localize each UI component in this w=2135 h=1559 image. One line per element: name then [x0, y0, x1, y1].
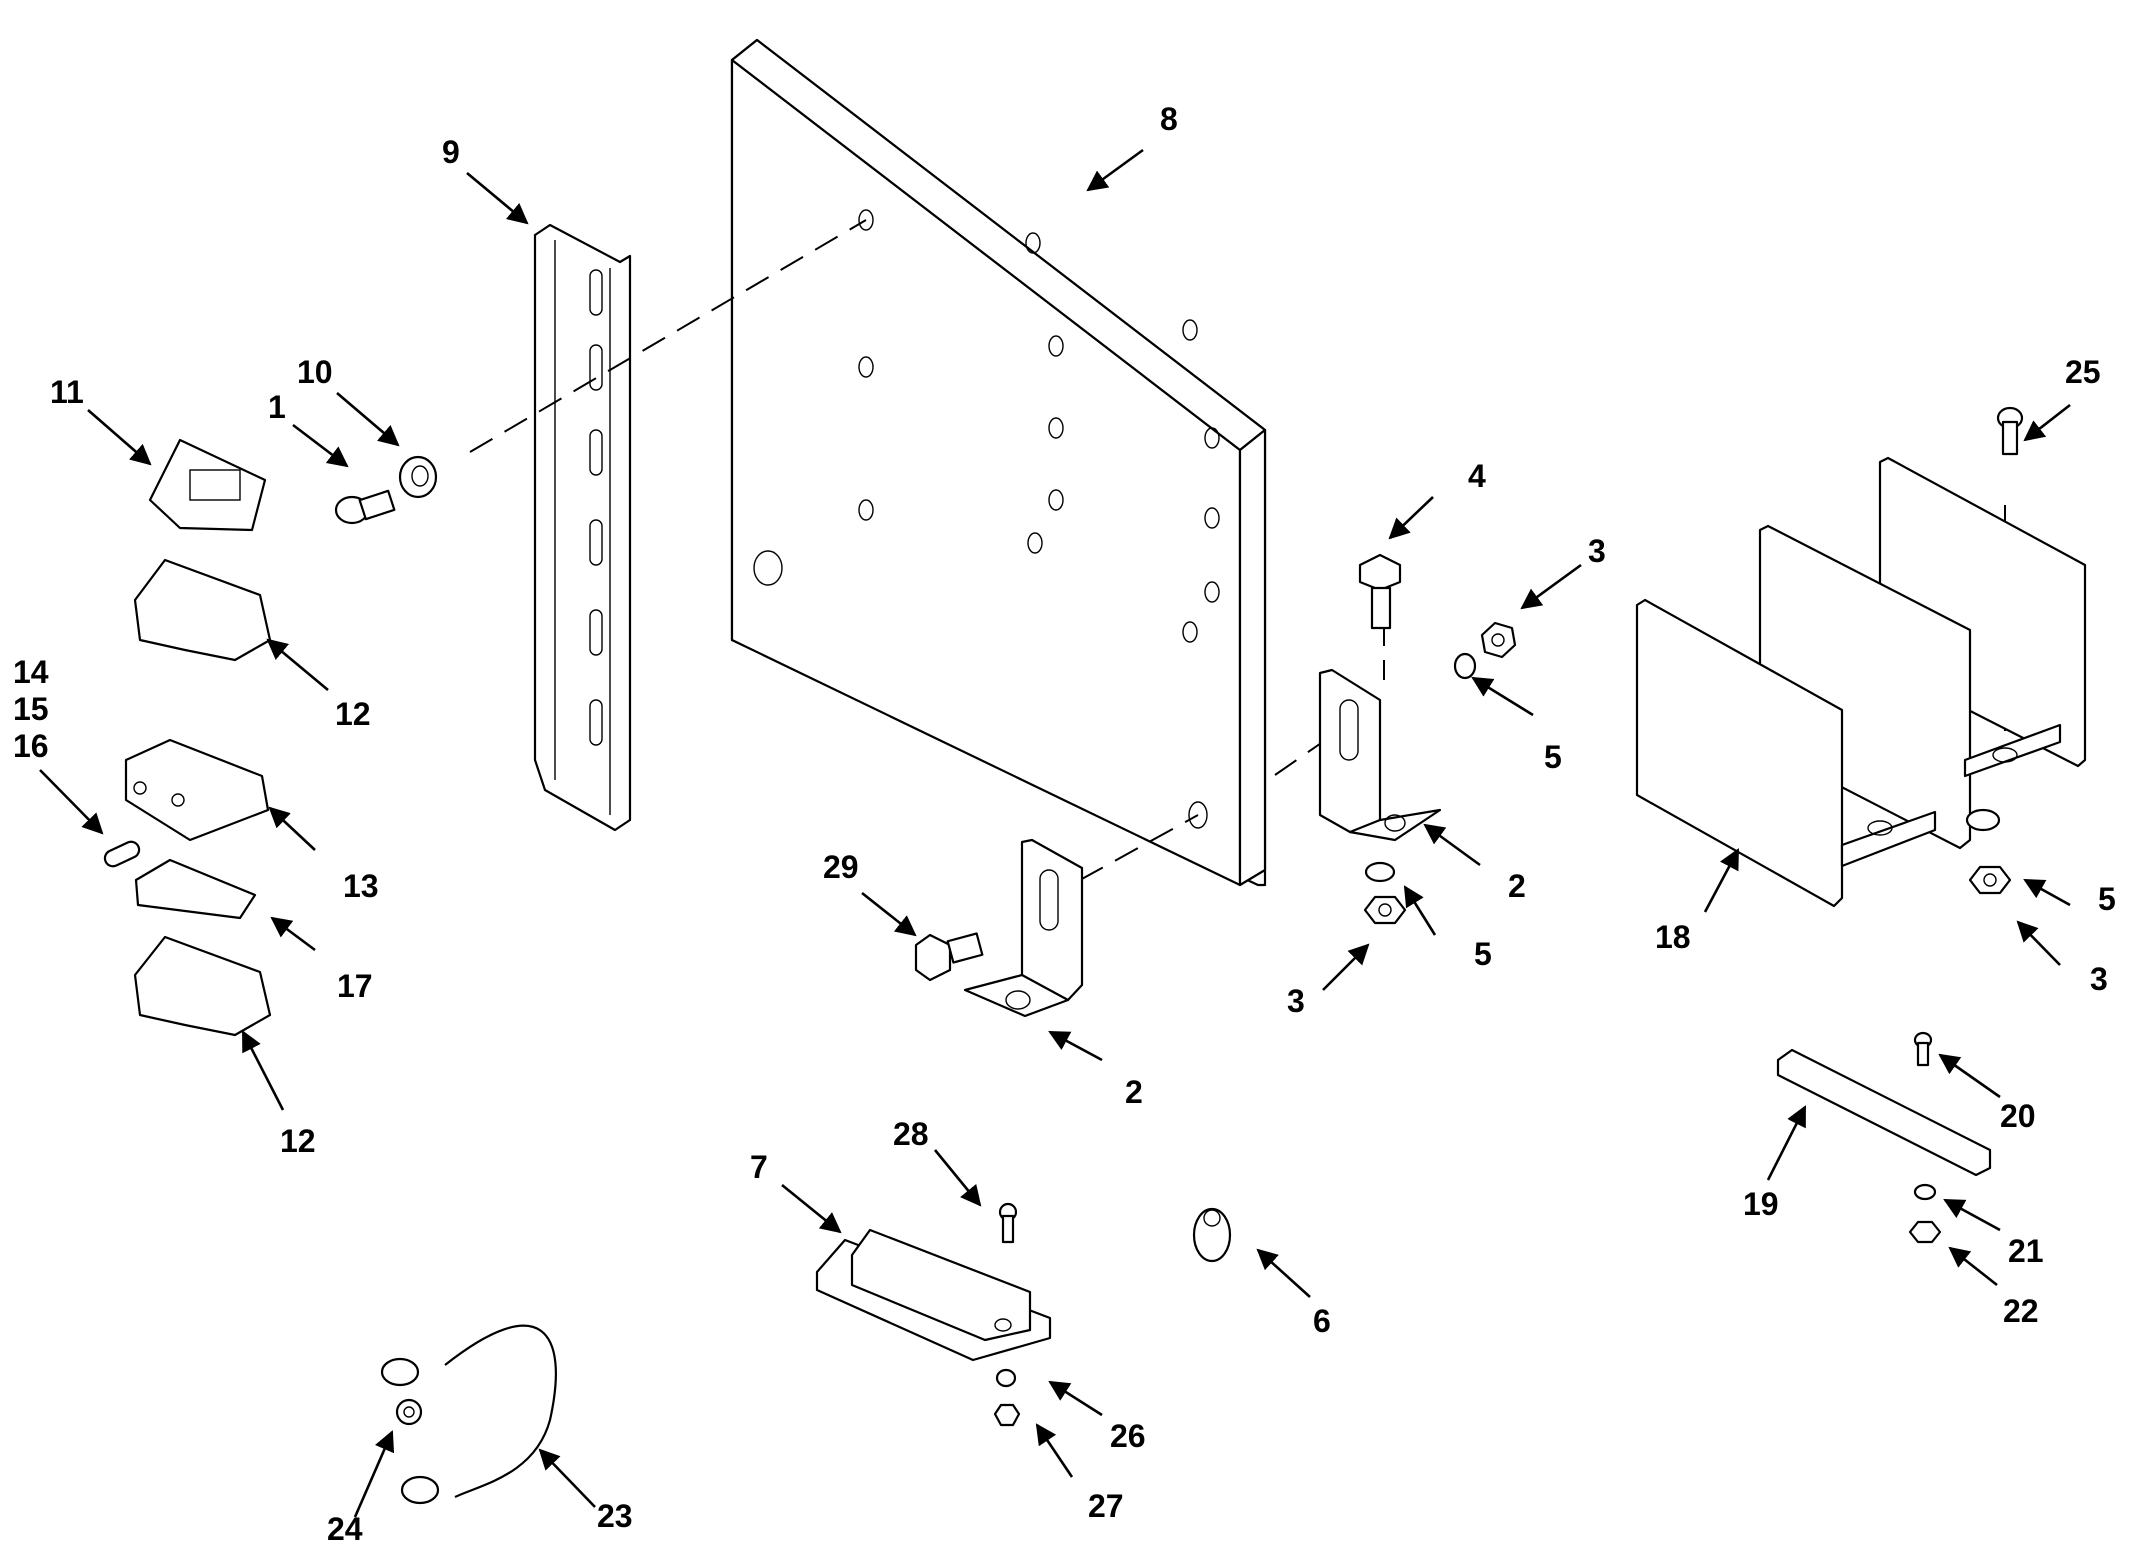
panel-holes	[753, 209, 1220, 829]
callout-12a: 12	[335, 696, 371, 732]
callout-13: 13	[343, 868, 379, 904]
din-rail-slots	[589, 269, 603, 746]
callout-16: 16	[13, 728, 49, 764]
callout-5a: 5	[1544, 739, 1562, 775]
callout-21: 21	[2008, 1233, 2044, 1269]
callout-6: 6	[1313, 1303, 1331, 1339]
hex-nut-right	[1968, 865, 2012, 895]
end-cover	[148, 438, 267, 532]
screw-25	[1996, 406, 2024, 456]
terminal-block-base-lower	[133, 935, 272, 1037]
callout-3b: 3	[1287, 983, 1305, 1019]
screw-1	[334, 489, 396, 525]
angle-bracket-left	[963, 838, 1084, 1018]
callout-27: 27	[1088, 1488, 1124, 1524]
lock-washer-upper	[1453, 652, 1477, 680]
lock-washer-lower	[1364, 861, 1396, 883]
callout-28: 28	[893, 1116, 929, 1152]
callout-10: 10	[297, 354, 333, 390]
mounting-panel	[730, 38, 1267, 887]
callout-19: 19	[1743, 1186, 1779, 1222]
callout-22: 22	[2003, 1293, 2039, 1329]
callout-3a: 3	[1588, 533, 1606, 569]
callout-23: 23	[597, 1498, 633, 1534]
flat-washer	[398, 455, 438, 499]
angle-bracket-right	[1318, 668, 1442, 842]
callout-29: 29	[823, 849, 859, 885]
callout-1: 1	[268, 389, 286, 425]
callout-18: 18	[1655, 919, 1691, 955]
callout-8: 8	[1160, 101, 1178, 137]
fuse-holder	[124, 738, 270, 842]
callout-3c: 3	[2090, 961, 2108, 997]
screw-28	[998, 1202, 1018, 1244]
hex-bolt-4	[1358, 553, 1402, 630]
callout-14: 14	[13, 654, 49, 690]
din-rail	[533, 223, 632, 832]
callout-5b: 5	[1474, 936, 1492, 972]
leader-arrows	[39, 148, 2071, 1518]
callout-26: 26	[1110, 1418, 1146, 1454]
lock-washer-right	[1965, 808, 2001, 832]
callout-12b: 12	[280, 1123, 316, 1159]
lock-washer-26	[995, 1368, 1017, 1388]
callout-2a: 2	[1508, 868, 1526, 904]
ground-strap	[380, 1324, 557, 1505]
terminal-board	[815, 1228, 1052, 1362]
callout-11: 11	[50, 374, 84, 410]
power-distribution-block	[1635, 456, 2087, 908]
hex-nut-lower	[1363, 895, 1407, 925]
ground-bus-bar	[1776, 1048, 1992, 1177]
callout-24: 24	[327, 1511, 363, 1547]
partition-plate	[134, 858, 257, 920]
hex-nut-upper	[1480, 621, 1517, 659]
grommet	[1192, 1207, 1232, 1263]
callout-15: 15	[13, 691, 49, 727]
hex-bolt-29	[914, 932, 984, 982]
callout-2b: 2	[1125, 1074, 1143, 1110]
tooth-lock-washer	[395, 1398, 423, 1426]
callout-5c: 5	[2098, 881, 2116, 917]
callout-17: 17	[337, 968, 373, 1004]
callout-25: 25	[2065, 354, 2101, 390]
fuse	[103, 840, 141, 868]
hex-nut-27	[993, 1403, 1021, 1427]
callout-9: 9	[442, 134, 460, 170]
terminal-block-base-upper	[133, 558, 272, 662]
screw-20	[1913, 1031, 1933, 1067]
callout-7: 7	[750, 1149, 768, 1185]
lock-washer-21	[1913, 1183, 1937, 1201]
callout-labels: 8 9 10 1 11 12 14 15 16 13 17 12 4 3 5 2…	[13, 101, 2116, 1547]
hex-nut-22	[1908, 1220, 1942, 1244]
callout-4: 4	[1468, 458, 1486, 494]
callout-20: 20	[2000, 1098, 2036, 1134]
